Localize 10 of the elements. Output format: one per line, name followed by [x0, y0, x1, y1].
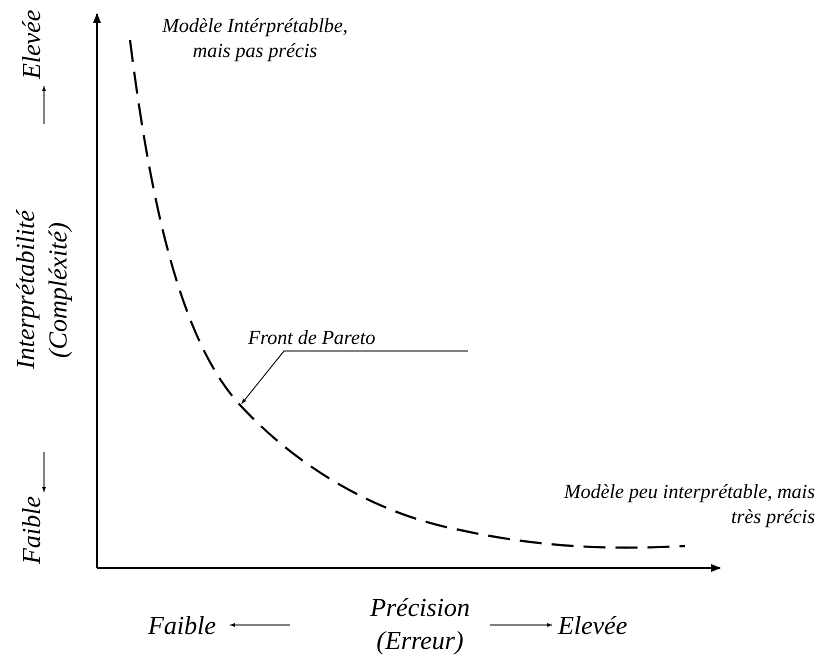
axis-end-label: Elevée — [16, 8, 47, 80]
curve-label: Front de Pareto — [248, 326, 376, 350]
axis-title: Interprétabilité (Compléxité) — [10, 209, 74, 372]
axis-end-label: Elevée — [558, 610, 628, 642]
annotation-text: Modèle Intérprétablbe, mais pas précis — [161, 14, 349, 64]
leader-line — [241, 350, 468, 404]
axis-title: Précision (Erreur) — [369, 592, 471, 655]
annotation-text: Modèle peu interprétable, mais très précis — [562, 480, 815, 530]
axis-end-label: Faible — [148, 610, 216, 642]
axis-end-label: Faible — [16, 495, 47, 565]
